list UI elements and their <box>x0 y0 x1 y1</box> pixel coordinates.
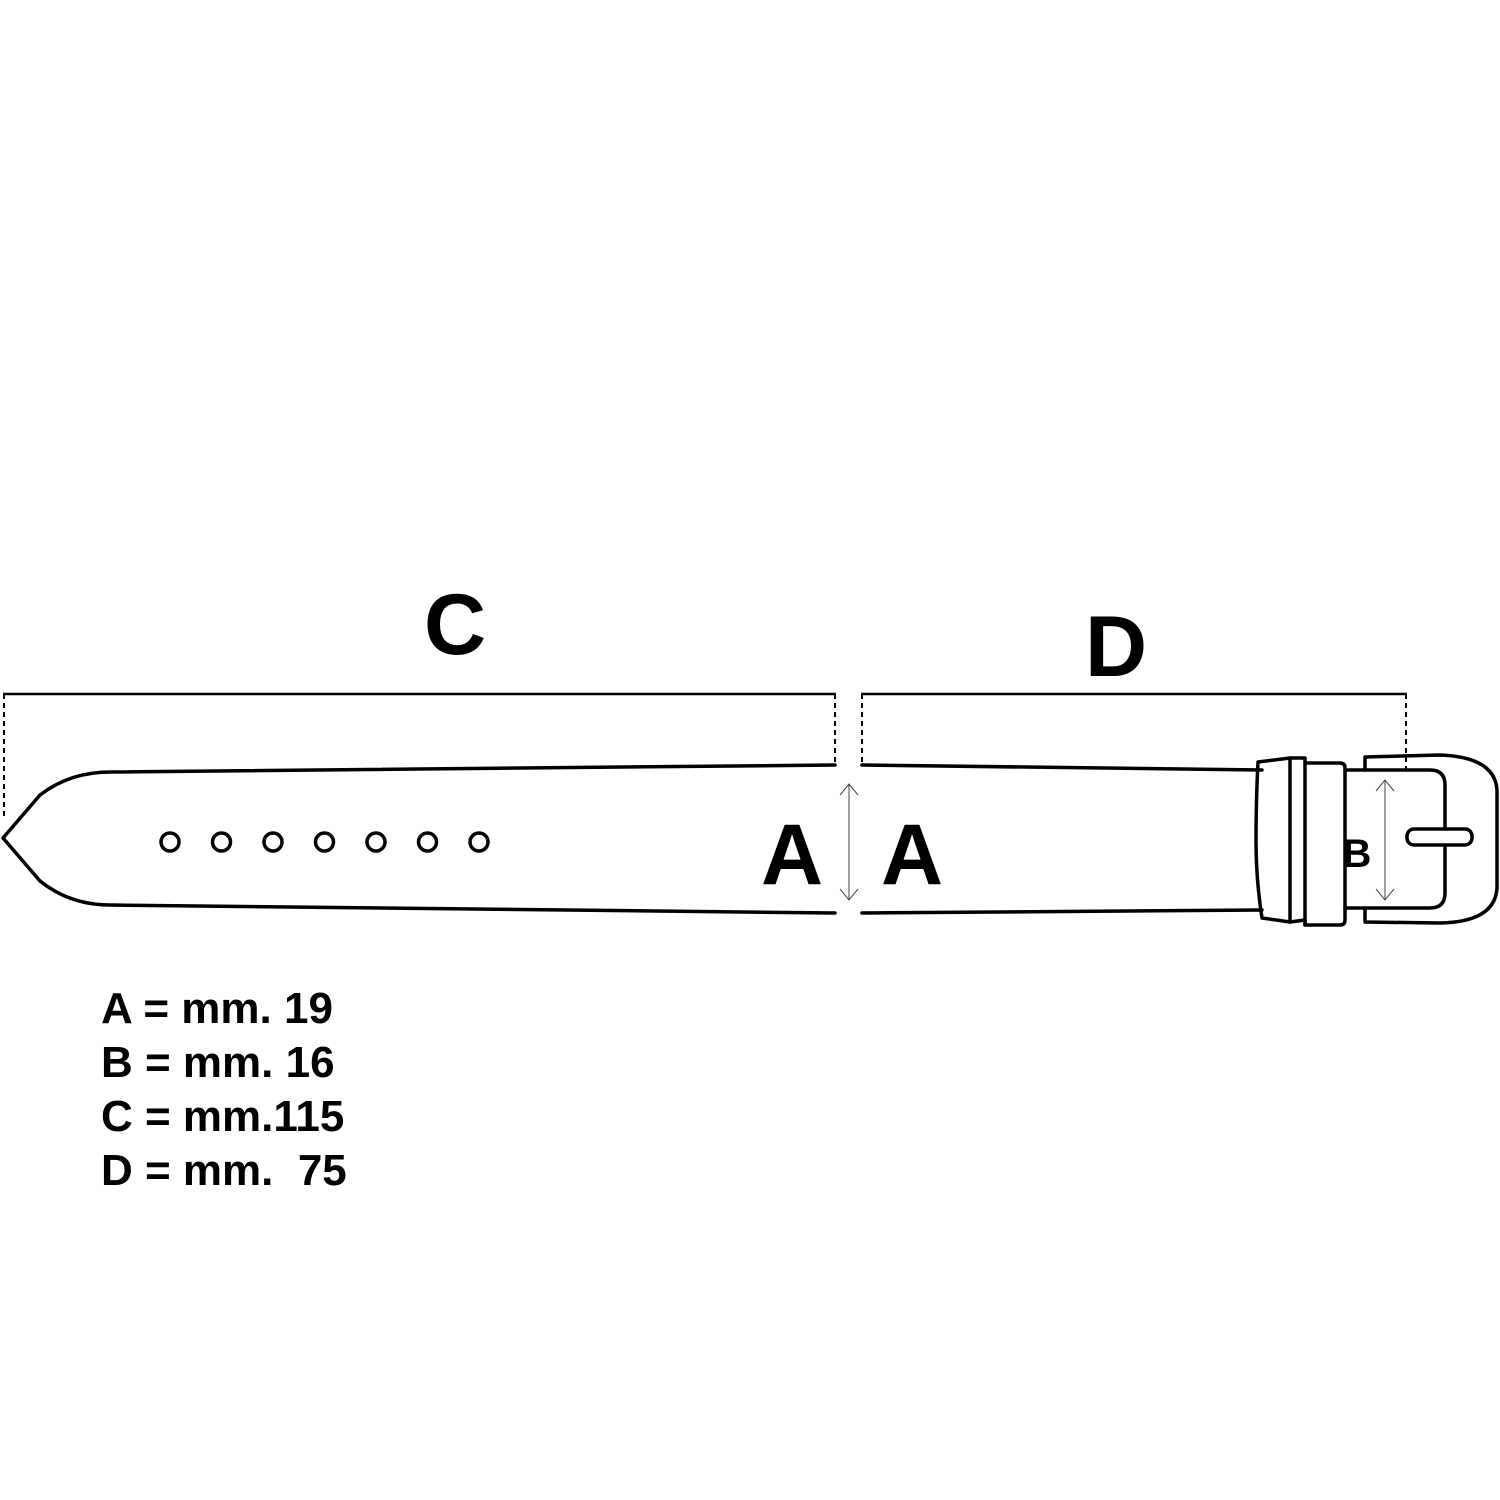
legend-item-d: D = mm. 75 <box>101 1146 347 1195</box>
dimension-c <box>3 692 836 820</box>
label-d: D <box>1085 599 1147 695</box>
keeper-loop <box>1254 756 1292 924</box>
strap-hole <box>416 831 439 853</box>
dimension-legend: A = mm. 19 B = mm. 16 C = mm.115 D = mm.… <box>101 982 347 1198</box>
legend-item-b: B = mm. 16 <box>101 1038 335 1087</box>
long-strap-outline <box>1 763 837 915</box>
label-b: B <box>1343 832 1372 876</box>
buckle-frame <box>1288 753 1499 927</box>
dimension-a-arrow <box>839 783 859 901</box>
legend-item-c: C = mm.115 <box>101 1092 345 1141</box>
buckle <box>1288 753 1499 927</box>
strap-hole <box>210 831 233 853</box>
label-c: C <box>424 577 486 673</box>
strap-hole <box>262 831 284 853</box>
label-a-right: A <box>881 807 943 903</box>
strap-hole <box>159 831 181 853</box>
legend-item-a: A = mm. 19 <box>101 984 333 1033</box>
strap-holes <box>159 831 490 853</box>
buckle-tongue <box>1405 827 1474 847</box>
dimension-d <box>861 692 1407 772</box>
dimension-b-arrow <box>1375 779 1395 901</box>
buckle-bar <box>1303 761 1347 927</box>
strap-hole <box>313 831 336 853</box>
short-strap <box>860 753 1499 927</box>
strap-hole <box>365 831 387 853</box>
strap-hole <box>468 831 490 853</box>
short-strap-outline <box>860 763 1264 915</box>
label-a-left: A <box>761 807 823 903</box>
